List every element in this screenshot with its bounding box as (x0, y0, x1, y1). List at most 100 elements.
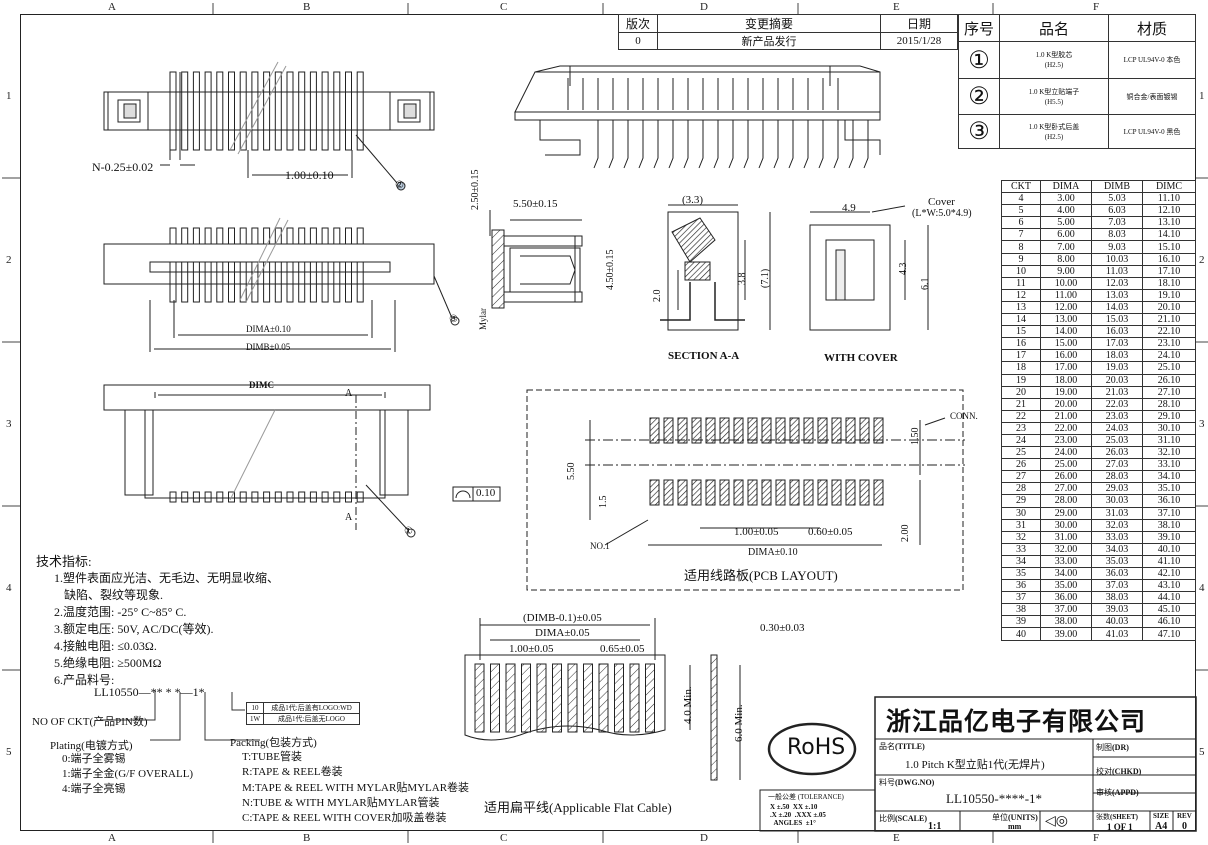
terminal-pin (251, 491, 259, 503)
sheet-value: 1 OF 1 (1107, 822, 1133, 832)
fpc-conductor (552, 663, 562, 733)
terminal-pin (321, 71, 329, 151)
spec-title: 技术指标: (36, 554, 92, 569)
rev-value: 0 (1182, 821, 1187, 832)
parts-no: ③ (958, 114, 1000, 149)
flat-cable-view (464, 618, 741, 781)
terminal-pin (251, 261, 259, 303)
terminal-lead (668, 120, 674, 169)
section-33-dim: (3.3) (682, 194, 704, 206)
scale-label: 比例(SCALE) (879, 814, 928, 823)
pcb-pad (831, 479, 842, 506)
balloon-2: ② (395, 180, 404, 191)
pcb-pad (817, 479, 828, 506)
fpc-conductor (505, 663, 516, 733)
terminal-pin (204, 227, 212, 245)
section-a-a (660, 204, 771, 331)
dima-dim: DIMA±0.10 (246, 324, 291, 334)
terminal-pin (263, 71, 271, 151)
spec-line: 1.塑件表面应光洁、无毛边、无明显收缩、 (54, 571, 280, 585)
flatness-value: 0.10 (476, 487, 496, 499)
zone-ticks (2, 3, 1208, 843)
tol-value: ±1° (805, 819, 816, 827)
height-250-dim: 2.50±0.15 (470, 169, 481, 211)
terminal-pin (251, 227, 259, 245)
pcb-pad (649, 417, 660, 444)
dimc-dim: DIMC (249, 380, 274, 390)
terminal-pin (216, 491, 224, 503)
fpc-conductor (490, 663, 500, 733)
terminal-lead (683, 120, 689, 169)
drawing-number: LL10550-****-1* (946, 791, 1043, 806)
pcb-pad (719, 417, 730, 444)
cover-dim: (L*W:5.0*4.9) (912, 208, 972, 219)
section-71-dim: (7.1) (760, 268, 771, 288)
zone-row-3: 3 (6, 418, 12, 430)
terminal-pin (321, 261, 329, 303)
logo-option-desc: 成品1代:后盖有LOGO:WD (263, 702, 360, 714)
pcb-pad (775, 479, 786, 506)
pcb-pad-dim: 0.60±0.05 (808, 526, 853, 538)
fpc-min6-dim: 6.0 Min. (733, 704, 745, 742)
terminal-pin (333, 491, 341, 503)
parts-sub: (H2.5) (1044, 132, 1064, 141)
pcb-15-dim: 1.5 (598, 495, 609, 509)
terminal-pin (204, 71, 212, 151)
drawing-frame (20, 14, 1196, 831)
parts-sub: (H5.5) (1044, 97, 1064, 106)
parts-row: ③ 1.0 K型卧式后盖(H2.5) LCP UL94V-0 黑色 (958, 114, 1196, 149)
pcb-pad (873, 479, 884, 506)
unit-label: 单位(UNITS) (992, 813, 1038, 822)
fpc-conductor (629, 663, 640, 733)
terminal-pin (192, 71, 200, 151)
section-mark-a-bottom: A (345, 512, 353, 523)
terminal-pin (345, 227, 352, 245)
cover-61-dim: 6.1 (920, 277, 931, 291)
terminal-pin (333, 261, 341, 303)
spec-line: 缺陷、裂纹等现象. (64, 588, 164, 602)
terminal-pin (345, 491, 352, 503)
pcb-pad (691, 417, 702, 444)
zone-col-f: F (1093, 1, 1100, 13)
terminal-pin (345, 71, 352, 151)
spec-line: 4.接触电阻: ≤0.03Ω. (54, 639, 157, 653)
terminal-lead (698, 120, 704, 169)
terminal-pin (286, 227, 294, 245)
drawing-title: 1.0 Pitch K型立贴1代(无焊片) (905, 759, 1045, 771)
spec-line: 2.温度范围: -25° C~85° C. (54, 605, 187, 619)
checked-label: 校对(CHKD) (1096, 767, 1142, 776)
logo-option-desc: 成品1代:后盖无LOGO (263, 713, 360, 725)
isometric-view (514, 65, 881, 169)
tolerance-title: 一般公差 (TOLERANCE) (768, 793, 844, 801)
parts-no: ① (958, 41, 1000, 79)
fpc-conductor (567, 663, 578, 733)
tol-value: XX ±.10 (792, 803, 818, 811)
zone-col-a-bottom: A (108, 832, 116, 844)
rohs-logo: RoHS (787, 735, 846, 760)
pcb-pad (761, 417, 772, 444)
zone-row-5: 5 (6, 746, 12, 758)
fpc-conductor (583, 663, 593, 733)
pcb-pad (747, 417, 758, 444)
zone-row-4-right: 4 (1199, 582, 1205, 594)
zone-row-1-right: 1 (1199, 90, 1205, 102)
pcb-pad (845, 417, 856, 444)
terminal-pin (228, 491, 235, 503)
terminal-pin (181, 227, 189, 245)
pcb-pad (859, 417, 870, 444)
terminal-lead (638, 120, 644, 169)
pcb-pad (649, 479, 660, 506)
ckt-cell: 39.00 (1040, 627, 1092, 641)
terminal-pin (181, 261, 189, 303)
fpc-pad-dim: 0.65±0.05 (600, 643, 645, 655)
parts-table: 序号 品名 材质 ① 1.0 K型胶芯(H2.5) LCP UL94V-0 本色… (958, 14, 1196, 149)
terminal-pin (298, 71, 306, 151)
fpc-conductor (614, 663, 624, 733)
